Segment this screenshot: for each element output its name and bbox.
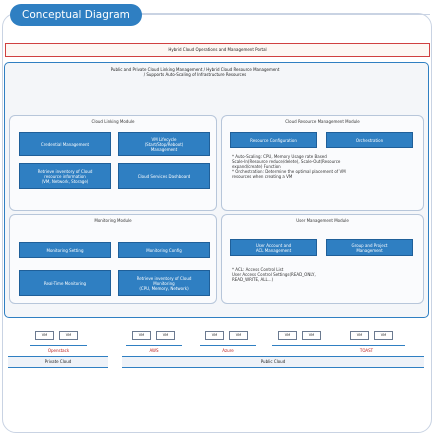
diagram-tag: Conceptual Diagram bbox=[10, 4, 142, 26]
module-box: Retrieve inventory of Cloud Monitoring (… bbox=[118, 270, 210, 296]
module-box: Resource Configuration bbox=[230, 132, 317, 148]
module-box: Monitoring Setting bbox=[19, 242, 111, 258]
module-title: Cloud Resource Management Module bbox=[285, 119, 360, 124]
platform-title-line2: / Supports Auto-Scaling of Infrastructur… bbox=[143, 72, 247, 77]
azure-bar bbox=[200, 341, 256, 346]
openstack-bar bbox=[30, 341, 87, 346]
module-box: Orchestration bbox=[326, 132, 413, 148]
vm-box: VM bbox=[278, 331, 297, 340]
module-box: Group and Project Management bbox=[326, 239, 413, 256]
vm-box: VM bbox=[302, 331, 321, 340]
openstack-label: Openstack bbox=[47, 348, 70, 353]
platform-container: Public and Private Cloud Linking Managem… bbox=[4, 62, 429, 318]
vm-box: VM bbox=[205, 331, 224, 340]
toast-label: TOAST bbox=[359, 348, 374, 353]
cloud-linking-module: Cloud Linking Module Credential Manageme… bbox=[9, 115, 217, 211]
module-notes: * ACL: Access Control List User Access C… bbox=[232, 267, 316, 282]
vm-box: VM bbox=[156, 331, 175, 340]
private-cloud-bar: Private Cloud bbox=[8, 356, 108, 368]
header-divider bbox=[130, 14, 430, 15]
module-notes: * Auto-Scaling: CPU, Memory Usage rate B… bbox=[232, 154, 346, 179]
module-title: User Management Module bbox=[296, 218, 349, 223]
public-cloud-bar: Public Cloud bbox=[122, 356, 424, 368]
module-box: Real-Time Monitoring bbox=[19, 270, 111, 296]
user-management-module: User Management Module User Account and … bbox=[221, 214, 424, 304]
portal-bar: Hybrid Cloud Operations and Management P… bbox=[5, 43, 430, 57]
module-box: VM Lifecycle (Start/Stop/Reboot) Managem… bbox=[118, 132, 210, 156]
module-box: Credential Management bbox=[19, 132, 111, 156]
monitoring-module: Monitoring Module Monitoring Setting Mon… bbox=[9, 214, 217, 304]
resource-management-module: Cloud Resource Management Module Resourc… bbox=[221, 115, 424, 211]
module-box: Cloud Services Dashboard bbox=[118, 163, 210, 189]
platform-title: Public and Private Cloud Linking Managem… bbox=[45, 67, 345, 77]
vm-box: VM bbox=[229, 331, 248, 340]
module-box: Monitoring Config bbox=[118, 242, 210, 258]
platform-title-line1: Public and Private Cloud Linking Managem… bbox=[110, 67, 280, 72]
module-box: User Account and ACL Management bbox=[230, 239, 317, 256]
module-title: Cloud Linking Module bbox=[91, 119, 135, 124]
azure-label: Azure bbox=[222, 348, 234, 353]
vm-box: VM bbox=[59, 331, 78, 340]
vm-box: VM bbox=[350, 331, 369, 340]
module-title: Monitoring Module bbox=[94, 218, 132, 223]
vm-box: VM bbox=[374, 331, 393, 340]
vm-box: VM bbox=[132, 331, 151, 340]
vm-box: VM bbox=[35, 331, 54, 340]
toast-bar bbox=[272, 341, 405, 346]
module-box: Retrieve inventory of Cloud resource inf… bbox=[19, 163, 111, 189]
aws-label: AWS bbox=[149, 348, 159, 353]
aws-bar bbox=[126, 341, 182, 346]
diagram-frame bbox=[2, 13, 432, 433]
